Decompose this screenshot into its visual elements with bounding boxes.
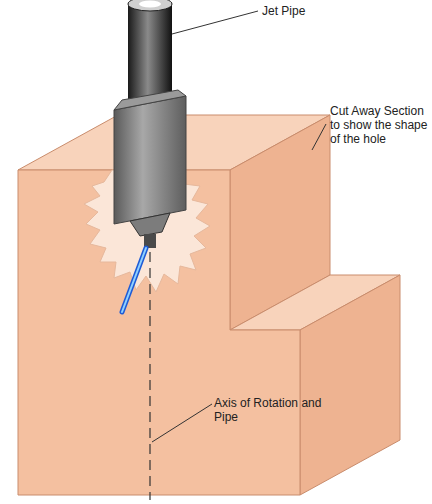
cut-away-face [18, 170, 300, 495]
callout-label: Axis of Rotation and Pipe [214, 396, 324, 424]
pipe-opening [128, 0, 172, 11]
nozzle-body [114, 96, 186, 224]
callout-label: Jet Pipe [262, 4, 382, 18]
water-jet-highlight [122, 248, 146, 312]
step-side-face [300, 275, 400, 495]
leader-line [312, 124, 326, 150]
callout-label: Cut Away Section to show the shape of th… [330, 104, 430, 146]
leader-line [152, 404, 212, 442]
water-jet [122, 248, 146, 312]
pipe-bore [139, 1, 161, 8]
nozzle-taper [130, 213, 170, 236]
leader-line [172, 11, 258, 34]
nozzle-shoulder [114, 90, 186, 110]
